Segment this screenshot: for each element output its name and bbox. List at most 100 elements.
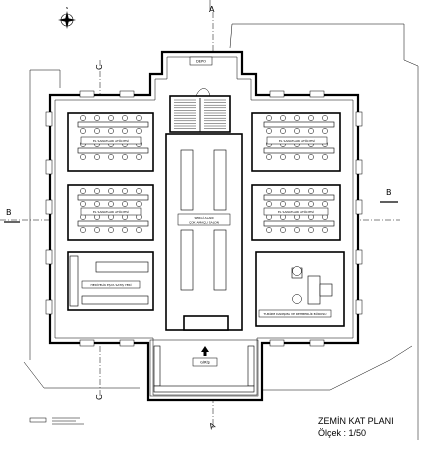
chair — [122, 188, 128, 194]
depo-room: DEPO — [189, 56, 213, 66]
plan-scale: Ölçek : 1/50 — [318, 428, 366, 438]
room-tourism-office: TURİZM DANIŞMA VE REHBERLİK BÜROSU — [255, 251, 345, 327]
chair — [308, 227, 314, 233]
hall-label-2: ÇOK AMAÇLI SALON — [189, 221, 219, 225]
chair — [136, 128, 142, 134]
chair — [136, 201, 142, 207]
tourism-office-label: TURİZM DANIŞMA VE REHBERLİK BÜROSU — [263, 311, 327, 316]
chair — [294, 115, 300, 121]
chair — [308, 201, 314, 207]
chair — [80, 115, 86, 121]
chair — [108, 128, 114, 134]
chair — [94, 201, 100, 207]
chair — [266, 115, 272, 121]
entrance-arrow-icon — [201, 346, 209, 356]
chair — [266, 188, 272, 194]
chair — [294, 154, 300, 160]
chair — [80, 154, 86, 160]
gift-shop-label: HEDİYELİK EŞYA SATIŞ YERİ — [90, 282, 131, 287]
chair — [80, 128, 86, 134]
chair — [136, 188, 142, 194]
section-c-bottom: C — [95, 394, 104, 400]
workshop-1-label: EL SANATLARI ATÖLYESİ — [93, 138, 129, 143]
chair — [322, 188, 328, 194]
desk — [263, 147, 335, 154]
chair — [322, 115, 328, 121]
workshop-2-label: EL SANATLARI ATÖLYESİ — [93, 209, 129, 214]
desk — [77, 220, 149, 227]
chair — [80, 227, 86, 233]
chair — [294, 201, 300, 207]
workshop-3-label: EL SANATLARI ATÖLYESİ — [279, 138, 315, 143]
chair — [94, 227, 100, 233]
chair — [322, 201, 328, 207]
chair — [94, 128, 100, 134]
chair — [108, 188, 114, 194]
chair — [266, 154, 272, 160]
desk — [263, 220, 335, 227]
chair — [108, 154, 114, 160]
workshop-4-label: EL SANATLARI ATÖLYESİ — [278, 209, 314, 214]
desk — [77, 147, 149, 154]
chair — [136, 227, 142, 233]
entrance-porch: GİRİŞ — [149, 339, 259, 397]
chair — [136, 115, 142, 121]
room-workshop-2: EL SANATLARI ATÖLYESİ — [67, 184, 154, 241]
legend — [29, 417, 84, 425]
chair — [308, 154, 314, 160]
desk — [77, 194, 149, 201]
entrance-label: GİRİŞ — [200, 360, 210, 365]
section-a-top: A — [209, 5, 215, 14]
chair — [322, 227, 328, 233]
chair — [122, 201, 128, 207]
chair — [280, 128, 286, 134]
room-workshop-4: EL SANATLARI ATÖLYESİ — [251, 184, 341, 241]
chair — [294, 128, 300, 134]
chair — [294, 188, 300, 194]
plan-title: ZEMİN KAT PLANI — [318, 416, 394, 426]
chair — [280, 154, 286, 160]
section-b-left: B — [6, 208, 12, 217]
chair — [122, 115, 128, 121]
chair — [122, 154, 128, 160]
plan-title-block: ZEMİN KAT PLANI Ölçek : 1/50 — [318, 416, 394, 438]
wall-openings — [45, 90, 363, 347]
chair — [280, 227, 286, 233]
chair — [80, 201, 86, 207]
chair — [280, 188, 286, 194]
section-a-bottom: A — [208, 421, 218, 432]
chair — [294, 227, 300, 233]
chair — [94, 115, 100, 121]
chair — [266, 201, 272, 207]
section-c-top: C — [95, 64, 104, 70]
chair — [322, 128, 328, 134]
chair — [280, 201, 286, 207]
desk — [263, 121, 335, 128]
chair — [308, 115, 314, 121]
chair — [266, 227, 272, 233]
chair — [122, 227, 128, 233]
chair — [122, 128, 128, 134]
chair — [322, 154, 328, 160]
chair — [94, 154, 100, 160]
chair — [108, 201, 114, 207]
chair — [108, 115, 114, 121]
central-hall: SERGİ ALANI ÇOK AMAÇLI SALON — [165, 133, 243, 331]
desk — [77, 121, 149, 128]
section-b-right: B — [386, 188, 392, 197]
chair — [80, 188, 86, 194]
compass-north-arrow-icon: N — [58, 6, 76, 29]
depo-label: DEPO — [196, 60, 206, 64]
staircase — [169, 88, 231, 133]
svg-text:N: N — [66, 6, 68, 10]
desk — [263, 194, 335, 201]
chair — [108, 227, 114, 233]
chair — [94, 188, 100, 194]
chair — [266, 128, 272, 134]
chair — [308, 188, 314, 194]
hall-label-1: SERGİ ALANI — [194, 215, 213, 220]
room-workshop-3: EL SANATLARI ATÖLYESİ — [251, 112, 341, 172]
chair — [136, 154, 142, 160]
chair — [308, 128, 314, 134]
